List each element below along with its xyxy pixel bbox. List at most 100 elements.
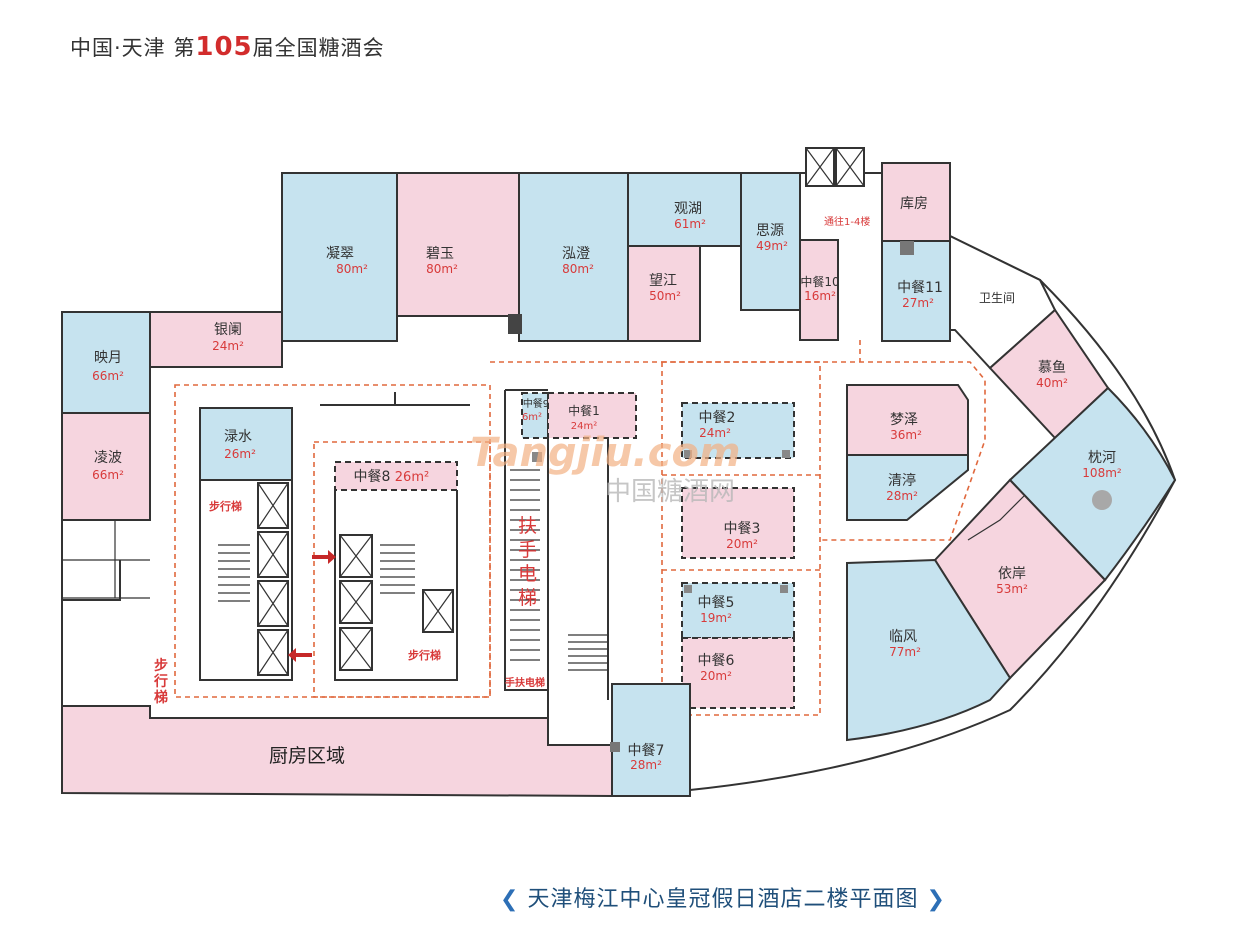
- room-yinlan: [149, 311, 283, 368]
- room-lushui: [199, 407, 293, 481]
- column: [508, 314, 522, 334]
- room-zc9: [521, 392, 549, 439]
- room-linfeng: [846, 558, 1012, 742]
- svg-text:手: 手: [518, 539, 537, 561]
- svg-text:27m²: 27m²: [902, 296, 934, 310]
- svg-text:20m²: 20m²: [726, 537, 758, 551]
- svg-text:49m²: 49m²: [756, 239, 788, 253]
- svg-text:枕河: 枕河: [1088, 450, 1116, 466]
- column: [900, 241, 914, 255]
- svg-text:卫生间: 卫生间: [979, 291, 1015, 305]
- room-zhenhe: [1008, 386, 1177, 582]
- svg-text:Tangjiu.com: Tangjiu.com: [470, 430, 741, 476]
- svg-text:通往1-4楼: 通往1-4楼: [824, 215, 870, 228]
- room-zc11: [881, 240, 951, 342]
- plan-title: ❮ 天津梅江中心皇冠假日酒店二楼平面图 ❯: [500, 881, 946, 913]
- svg-text:映月: 映月: [94, 350, 122, 366]
- svg-text:梯: 梯: [154, 689, 168, 706]
- svg-text:慕鱼: 慕鱼: [1038, 359, 1066, 376]
- svg-text:中餐8: 中餐8: [354, 469, 391, 485]
- svg-text:扶: 扶: [518, 515, 537, 537]
- svg-text:望江: 望江: [649, 273, 677, 289]
- svg-text:渌水: 渌水: [224, 429, 252, 445]
- svg-text:梦泽: 梦泽: [890, 412, 918, 428]
- svg-text:电: 电: [518, 563, 537, 585]
- chevron-right-icon: ❯: [926, 887, 946, 912]
- svg-text:中餐10: 中餐10: [800, 274, 839, 289]
- svg-text:银阑: 银阑: [214, 322, 242, 338]
- svg-text:66m²: 66m²: [92, 369, 124, 383]
- svg-text:61m²: 61m²: [674, 217, 706, 231]
- svg-text:梯: 梯: [518, 587, 537, 609]
- room-zc6: [681, 637, 795, 709]
- svg-text:步行梯: 步行梯: [408, 648, 441, 662]
- svg-text:中餐7: 中餐7: [628, 743, 665, 759]
- room-qingting: [846, 454, 969, 521]
- room-siyuan: [740, 172, 801, 311]
- room-zc7: [611, 683, 691, 797]
- watermark: Tangjiu.com 中国糖酒网: [470, 430, 741, 507]
- svg-text:中餐2: 中餐2: [699, 410, 736, 426]
- room-guanhu: [627, 172, 742, 247]
- svg-text:步行梯: 步行梯: [209, 499, 242, 513]
- svg-text:20m²: 20m²: [700, 669, 732, 683]
- room-zc10: [799, 239, 839, 341]
- svg-text:步: 步: [154, 657, 168, 674]
- room-yingyue: [61, 311, 151, 414]
- svg-text:厨房区域: 厨房区域: [269, 745, 345, 767]
- svg-text:临风: 临风: [889, 629, 917, 645]
- room-zc2: [681, 402, 795, 459]
- room-mengze: [846, 384, 969, 456]
- svg-text:66m²: 66m²: [92, 468, 124, 482]
- svg-text:中国糖酒网: 中国糖酒网: [605, 477, 735, 507]
- svg-text:思源: 思源: [756, 223, 784, 239]
- svg-text:泓澄: 泓澄: [562, 246, 590, 262]
- svg-text:凌波: 凌波: [94, 450, 122, 466]
- room-zc8: [334, 461, 458, 491]
- svg-text:80m²: 80m²: [562, 262, 594, 276]
- svg-text:中餐6: 中餐6: [698, 653, 735, 669]
- svg-text:80m²: 80m²: [336, 262, 368, 276]
- header-prefix: 中国·天津 第: [70, 36, 196, 60]
- svg-text:24m²: 24m²: [571, 421, 597, 432]
- room-lingbo: [61, 412, 151, 521]
- svg-text:行: 行: [153, 673, 168, 690]
- svg-text:26m²: 26m²: [395, 470, 429, 485]
- svg-text:16m²: 16m²: [804, 289, 836, 303]
- svg-text:中餐5: 中餐5: [698, 595, 735, 611]
- room-wangjiang: [627, 245, 701, 342]
- svg-text:53m²: 53m²: [996, 582, 1028, 596]
- svg-text:24m²: 24m²: [699, 426, 731, 440]
- svg-text:80m²: 80m²: [426, 262, 458, 276]
- svg-text:依岸: 依岸: [998, 566, 1026, 582]
- plan-title-text: 天津梅江中心皇冠假日酒店二楼平面图: [527, 887, 919, 912]
- circulation-labels: 步行梯 步行梯 步 行 梯 扶 手 电 梯 手扶电梯 通往1-4楼: [153, 215, 870, 706]
- room-hongcheng: [518, 172, 629, 342]
- svg-text:中餐9: 中餐9: [523, 397, 549, 410]
- svg-text:碧玉: 碧玉: [426, 246, 454, 262]
- chevron-left-icon: ❮: [500, 887, 520, 912]
- room-zc1: [547, 392, 637, 439]
- header-suffix: 届全国糖酒会: [252, 36, 385, 60]
- svg-text:40m²: 40m²: [1036, 376, 1068, 390]
- svg-text:清渟: 清渟: [888, 472, 916, 489]
- room-zc3: [681, 487, 795, 559]
- svg-text:28m²: 28m²: [630, 758, 662, 772]
- svg-text:中餐11: 中餐11: [897, 280, 943, 296]
- svg-text:50m²: 50m²: [649, 289, 681, 303]
- svg-text:24m²: 24m²: [212, 339, 244, 353]
- svg-text:中餐3: 中餐3: [724, 521, 761, 537]
- svg-text:28m²: 28m²: [886, 489, 918, 503]
- svg-text:中餐1: 中餐1: [568, 403, 600, 418]
- room-biyu: [396, 172, 520, 317]
- svg-text:19m²: 19m²: [700, 611, 732, 625]
- svg-text:观湖: 观湖: [674, 201, 702, 217]
- svg-text:26m²: 26m²: [224, 447, 256, 461]
- page-header: 中国·天津 第105届全国糖酒会: [70, 32, 385, 62]
- svg-text:77m²: 77m²: [889, 645, 921, 659]
- svg-text:36m²: 36m²: [890, 428, 922, 442]
- svg-text:6m²: 6m²: [522, 412, 542, 423]
- svg-text:108m²: 108m²: [1082, 466, 1122, 480]
